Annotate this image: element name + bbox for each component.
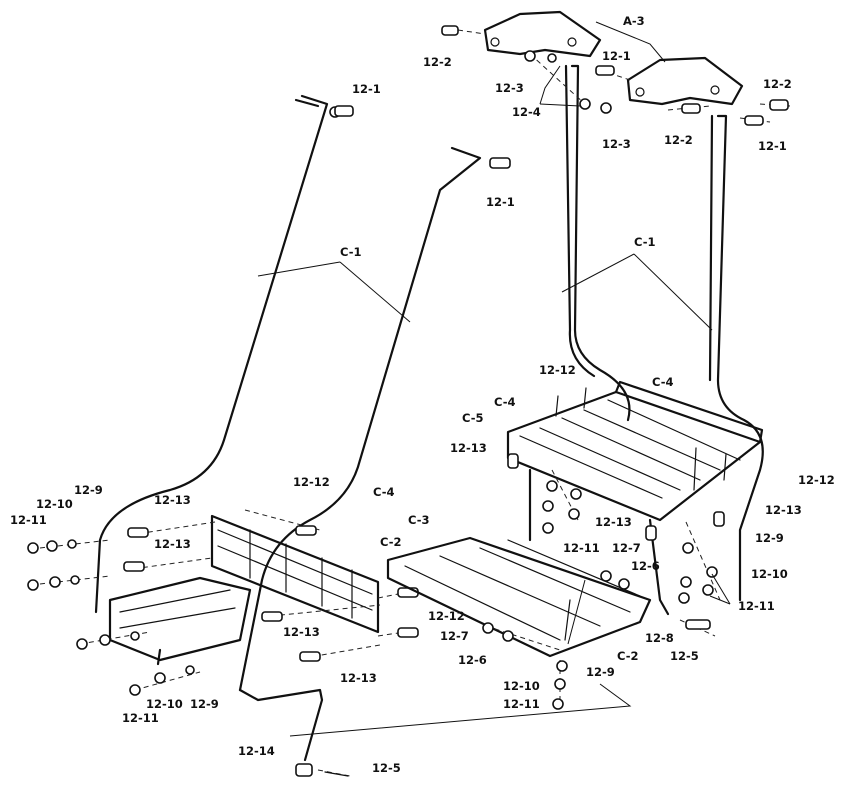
label-12-10-lower: 12-10 [146,697,183,711]
label-c1-right: C-1 [634,235,655,249]
label-12-9-left: 12-9 [74,483,103,497]
label-12-9-bottom: 12-9 [586,665,615,679]
part-labels: A-3 12-1 12-2 12-2 12-3 12-4 12-3 12-2 1… [10,14,835,775]
label-12-3-right: 12-3 [602,137,631,151]
right-seat-back [506,380,764,522]
right-bracket [626,56,744,106]
label-12-7-right: 12-7 [612,541,641,555]
label-12-13-top: 12-13 [450,441,487,455]
label-12-3-left: 12-3 [495,81,524,95]
right-rear-tube-a [570,64,631,422]
label-12-8: 12-8 [645,631,674,645]
label-12-1-mid: 12-1 [486,195,515,209]
label-12-11-left: 12-11 [10,513,47,527]
label-12-11-lower: 12-11 [122,711,159,725]
label-12-12-top: 12-12 [539,363,576,377]
label-12-13-b: 12-13 [154,537,191,551]
label-12-13-right: 12-13 [765,503,802,517]
label-12-7-left: 12-7 [440,629,469,643]
label-c1-left: C-1 [340,245,361,259]
label-12-1-left: 12-1 [352,82,381,96]
label-12-2-mid: 12-2 [664,133,693,147]
label-12-13-c: 12-13 [283,625,320,639]
label-12-11-center: 12-11 [563,541,600,555]
label-12-12-left: 12-12 [293,475,330,489]
label-12-1-top: 12-1 [602,49,631,63]
label-12-11-bottom: 12-11 [503,697,540,711]
label-12-13-center: 12-13 [595,515,632,529]
label-12-11-right: 12-11 [738,599,775,613]
label-12-6-right: 12-6 [631,559,660,573]
right-seat-assembly [289,10,791,737]
left-rear-tube [94,94,329,614]
label-12-1-right: 12-1 [758,139,787,153]
label-c4-mid: C-4 [494,395,515,409]
label-12-14: 12-14 [238,744,275,758]
label-12-13-d: 12-13 [340,671,377,685]
label-12-2-right: 12-2 [763,77,792,91]
left-front-tube [238,146,482,692]
label-12-10-right: 12-10 [751,567,788,581]
left-backrest-grate [210,514,380,634]
label-12-13-a: 12-13 [154,493,191,507]
label-12-5-bottom: 12-5 [372,761,401,775]
label-12-9-right: 12-9 [755,531,784,545]
label-12-12-bottom: 12-12 [428,609,465,623]
label-c3: C-3 [408,513,429,527]
left-bracket [483,10,602,58]
label-12-10-bottom: 12-10 [503,679,540,693]
left-seat-assembly [27,94,511,777]
label-12-4: 12-4 [512,105,541,119]
label-c4-right: C-4 [652,375,673,389]
label-c4-left: C-4 [373,485,394,499]
label-c2-right: C-2 [617,649,638,663]
label-12-9-lower: 12-9 [190,697,219,711]
leader-lines [257,21,731,645]
right-rear-tube-b [716,114,764,602]
label-12-6-left: 12-6 [458,653,487,667]
label-a3: A-3 [623,14,645,28]
label-12-10-left: 12-10 [36,497,73,511]
label-c2-left: C-2 [380,535,401,549]
label-c5: C-5 [462,411,483,425]
right-seat-frame [386,468,670,658]
label-12-2-top: 12-2 [423,55,452,69]
label-12-12-right: 12-12 [798,473,835,487]
label-12-5-right: 12-5 [670,649,699,663]
